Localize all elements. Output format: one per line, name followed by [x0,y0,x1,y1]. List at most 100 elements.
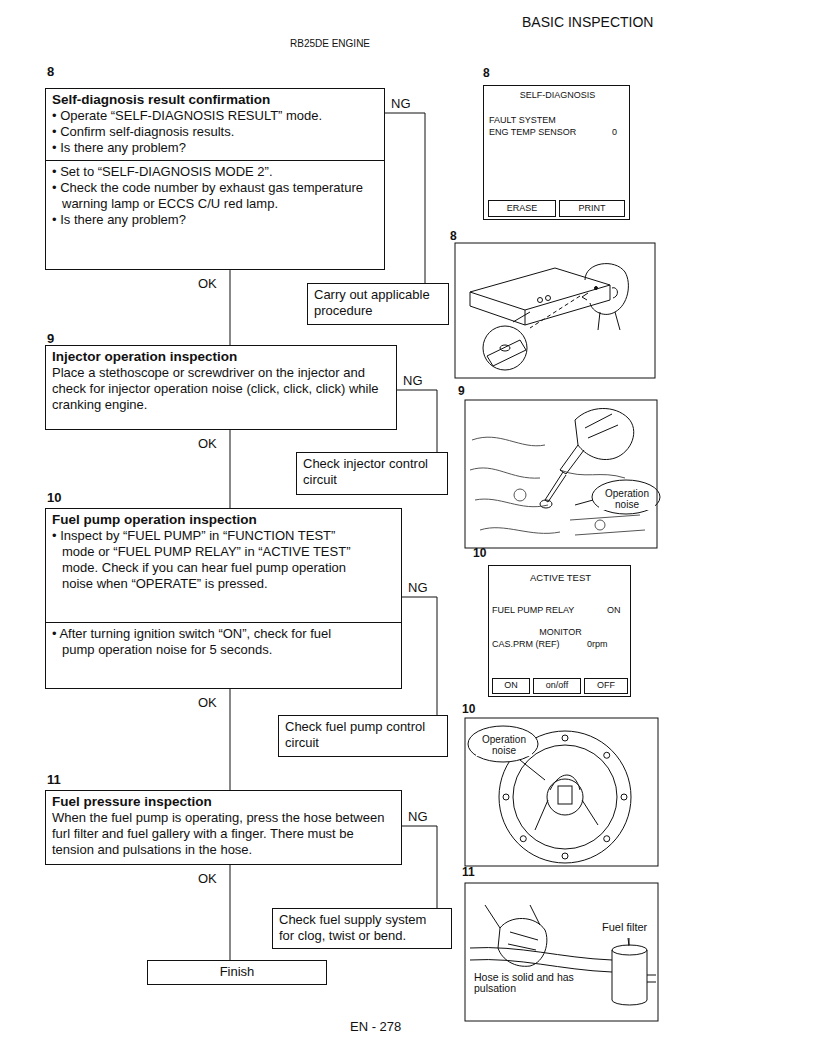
screen-text: ACTIVE TEST [489,573,632,583]
figure-callout: Fuel filter [602,922,656,934]
process-box: • Set to “SELF-DIAGNOSIS MODE 2”.• Check… [45,160,385,270]
screen-text: ON [607,606,627,615]
button-label: ON [493,681,529,690]
step-text: • Is there any problem? [52,212,378,228]
bolt [562,735,568,741]
flow-connector [402,597,437,715]
step-number: 8 [47,64,54,79]
bolt [604,752,610,758]
figure-frame [465,718,658,866]
step-text: • Is there any problem? [52,140,378,156]
step-text: Finish [154,964,320,980]
button-label: PRINT [560,204,624,213]
branch-label: OK [196,871,219,886]
action-box: Check injector control circuit [296,452,448,495]
screen-button: PRINT [559,200,625,217]
branch-label: NG [406,580,430,595]
branch-label: NG [401,373,425,388]
flow-connector [230,865,231,960]
leader-line [575,500,593,505]
leader-line [628,938,629,946]
action-box: Check fuel supply system for clog, twist… [272,908,452,949]
screen-text: 0rpm [587,640,627,649]
button-label: on/off [534,681,580,690]
action-box: Check fuel pump control circuit [278,715,448,757]
step-text: When the fuel pump is operating, press t… [52,810,395,858]
step-text: Carry out applicable procedure [314,287,442,319]
bolt [520,836,526,842]
action-box: Carry out applicable procedure [307,283,449,325]
screen-text: FUEL PUMP RELAY [492,606,592,615]
page-number: EN - 278 [350,1019,401,1034]
step-text: • Confirm self-diagnosis results. [52,124,378,140]
tester-screen: ERASE PRINT SELF-DIAGNOSIS FAULT SYSTEM ENG … [483,85,630,220]
bolt [562,853,568,859]
step-text: Check fuel pump control circuit [285,719,441,751]
screen-text: 0 [612,128,626,137]
flow-connector [230,689,231,790]
step-number: 8 [450,229,457,243]
engine-sketch [470,437,645,535]
bolt [503,794,509,800]
process-box: • After turning ignition switch “ON”, ch… [45,622,402,689]
end-box: Finish [147,960,327,985]
step-number: 10 [473,546,486,560]
process-box: Injector operation inspectionPlace a ste… [45,345,397,430]
step-text: • Set to “SELF-DIAGNOSIS MODE 2”. [52,164,378,180]
figure-frame: Fuel filterHose is solid and has pulsati… [465,883,658,1021]
noise-bubble [592,480,660,514]
process-box: Self-diagnosis result confirmation• Oper… [45,88,385,161]
branch-label: OK [196,436,219,451]
button-label: ERASE [489,204,555,213]
step-number: 8 [483,66,490,80]
screen-button: on/off [533,678,581,694]
step-number: 11 [462,865,475,879]
screen-text: CAS.PRM (REF) [492,640,582,649]
step-heading: Fuel pressure inspection [52,794,395,810]
step-text: Check fuel supply system for clog, twist… [279,912,445,944]
bolt [621,794,627,800]
figure-callout: Operation noise [599,489,655,510]
flow-connector [385,113,425,283]
hose-figure [470,948,612,972]
flow-connector [397,390,437,452]
step-number: 9 [47,331,54,346]
figure-callout: Hose is solid and has pulsation [474,972,574,994]
branch-label: NG [406,809,430,824]
branch-label: OK [196,695,219,710]
figure-frame [465,400,657,548]
step-text: • Check the code number by exhaust gas t… [52,180,378,212]
screen-button: ERASE [488,200,556,217]
figure-frame: Operation noise [465,718,658,866]
step-number: 9 [458,384,465,398]
button-label: OFF [585,681,627,690]
process-box: Fuel pump operation inspection• Inspect … [45,508,402,623]
screen-text: SELF-DIAGNOSIS [484,91,631,100]
figure-frame: Operation noise [465,400,657,548]
step-text: • After turning ignition switch “ON”, ch… [52,626,365,658]
step-number: 11 [47,772,61,787]
step-heading: Fuel pump operation inspection [52,512,365,528]
step-text: Check injector control circuit [303,456,441,488]
figure-callout: Operation noise [476,735,532,756]
tester-screen: ONon/offOFFACTIVE TESTFUEL PUMP RELAYONM… [488,565,631,697]
engine-name: RB25DE ENGINE [290,38,370,49]
flow-connector [230,430,231,508]
figure-frame [465,883,658,1021]
ecu-unit [470,268,610,325]
step-text: • Operate “SELF-DIAGNOSIS RESULT” mode. [52,108,378,124]
step-number: 10 [462,702,475,716]
leader-line [520,760,545,780]
screen-text: FAULT SYSTEM [489,116,589,125]
screen-button: ON [492,678,530,694]
screen-button: OFF [584,678,628,694]
process-box: Fuel pressure inspectionWhen the fuel pu… [45,790,402,865]
face-figure [582,264,628,330]
step-text: Place a stethoscope or screwdriver on th… [52,365,390,413]
screen-text: ENG TEMP SENSOR [489,128,599,137]
branch-label: OK [196,276,219,291]
step-heading: Injector operation inspection [52,349,390,365]
flow-connector [230,270,231,345]
noise-bubble [468,726,538,762]
